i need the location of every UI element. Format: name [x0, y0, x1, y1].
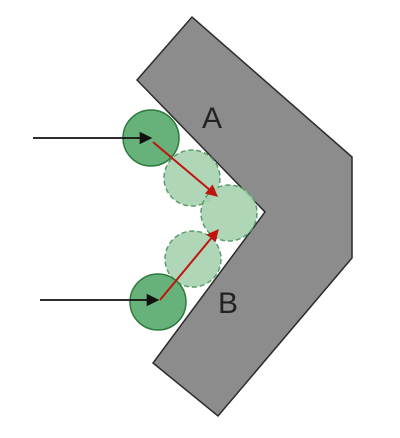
path-arrow-lower — [159, 229, 219, 301]
path-arrow-upper — [152, 141, 218, 197]
start-circle-lower — [129, 273, 187, 331]
ghost-circle-corner — [200, 184, 258, 242]
wall-label-a: A — [202, 102, 222, 135]
chevron-wall — [135, 15, 353, 418]
wall-label-b: B — [218, 287, 238, 320]
